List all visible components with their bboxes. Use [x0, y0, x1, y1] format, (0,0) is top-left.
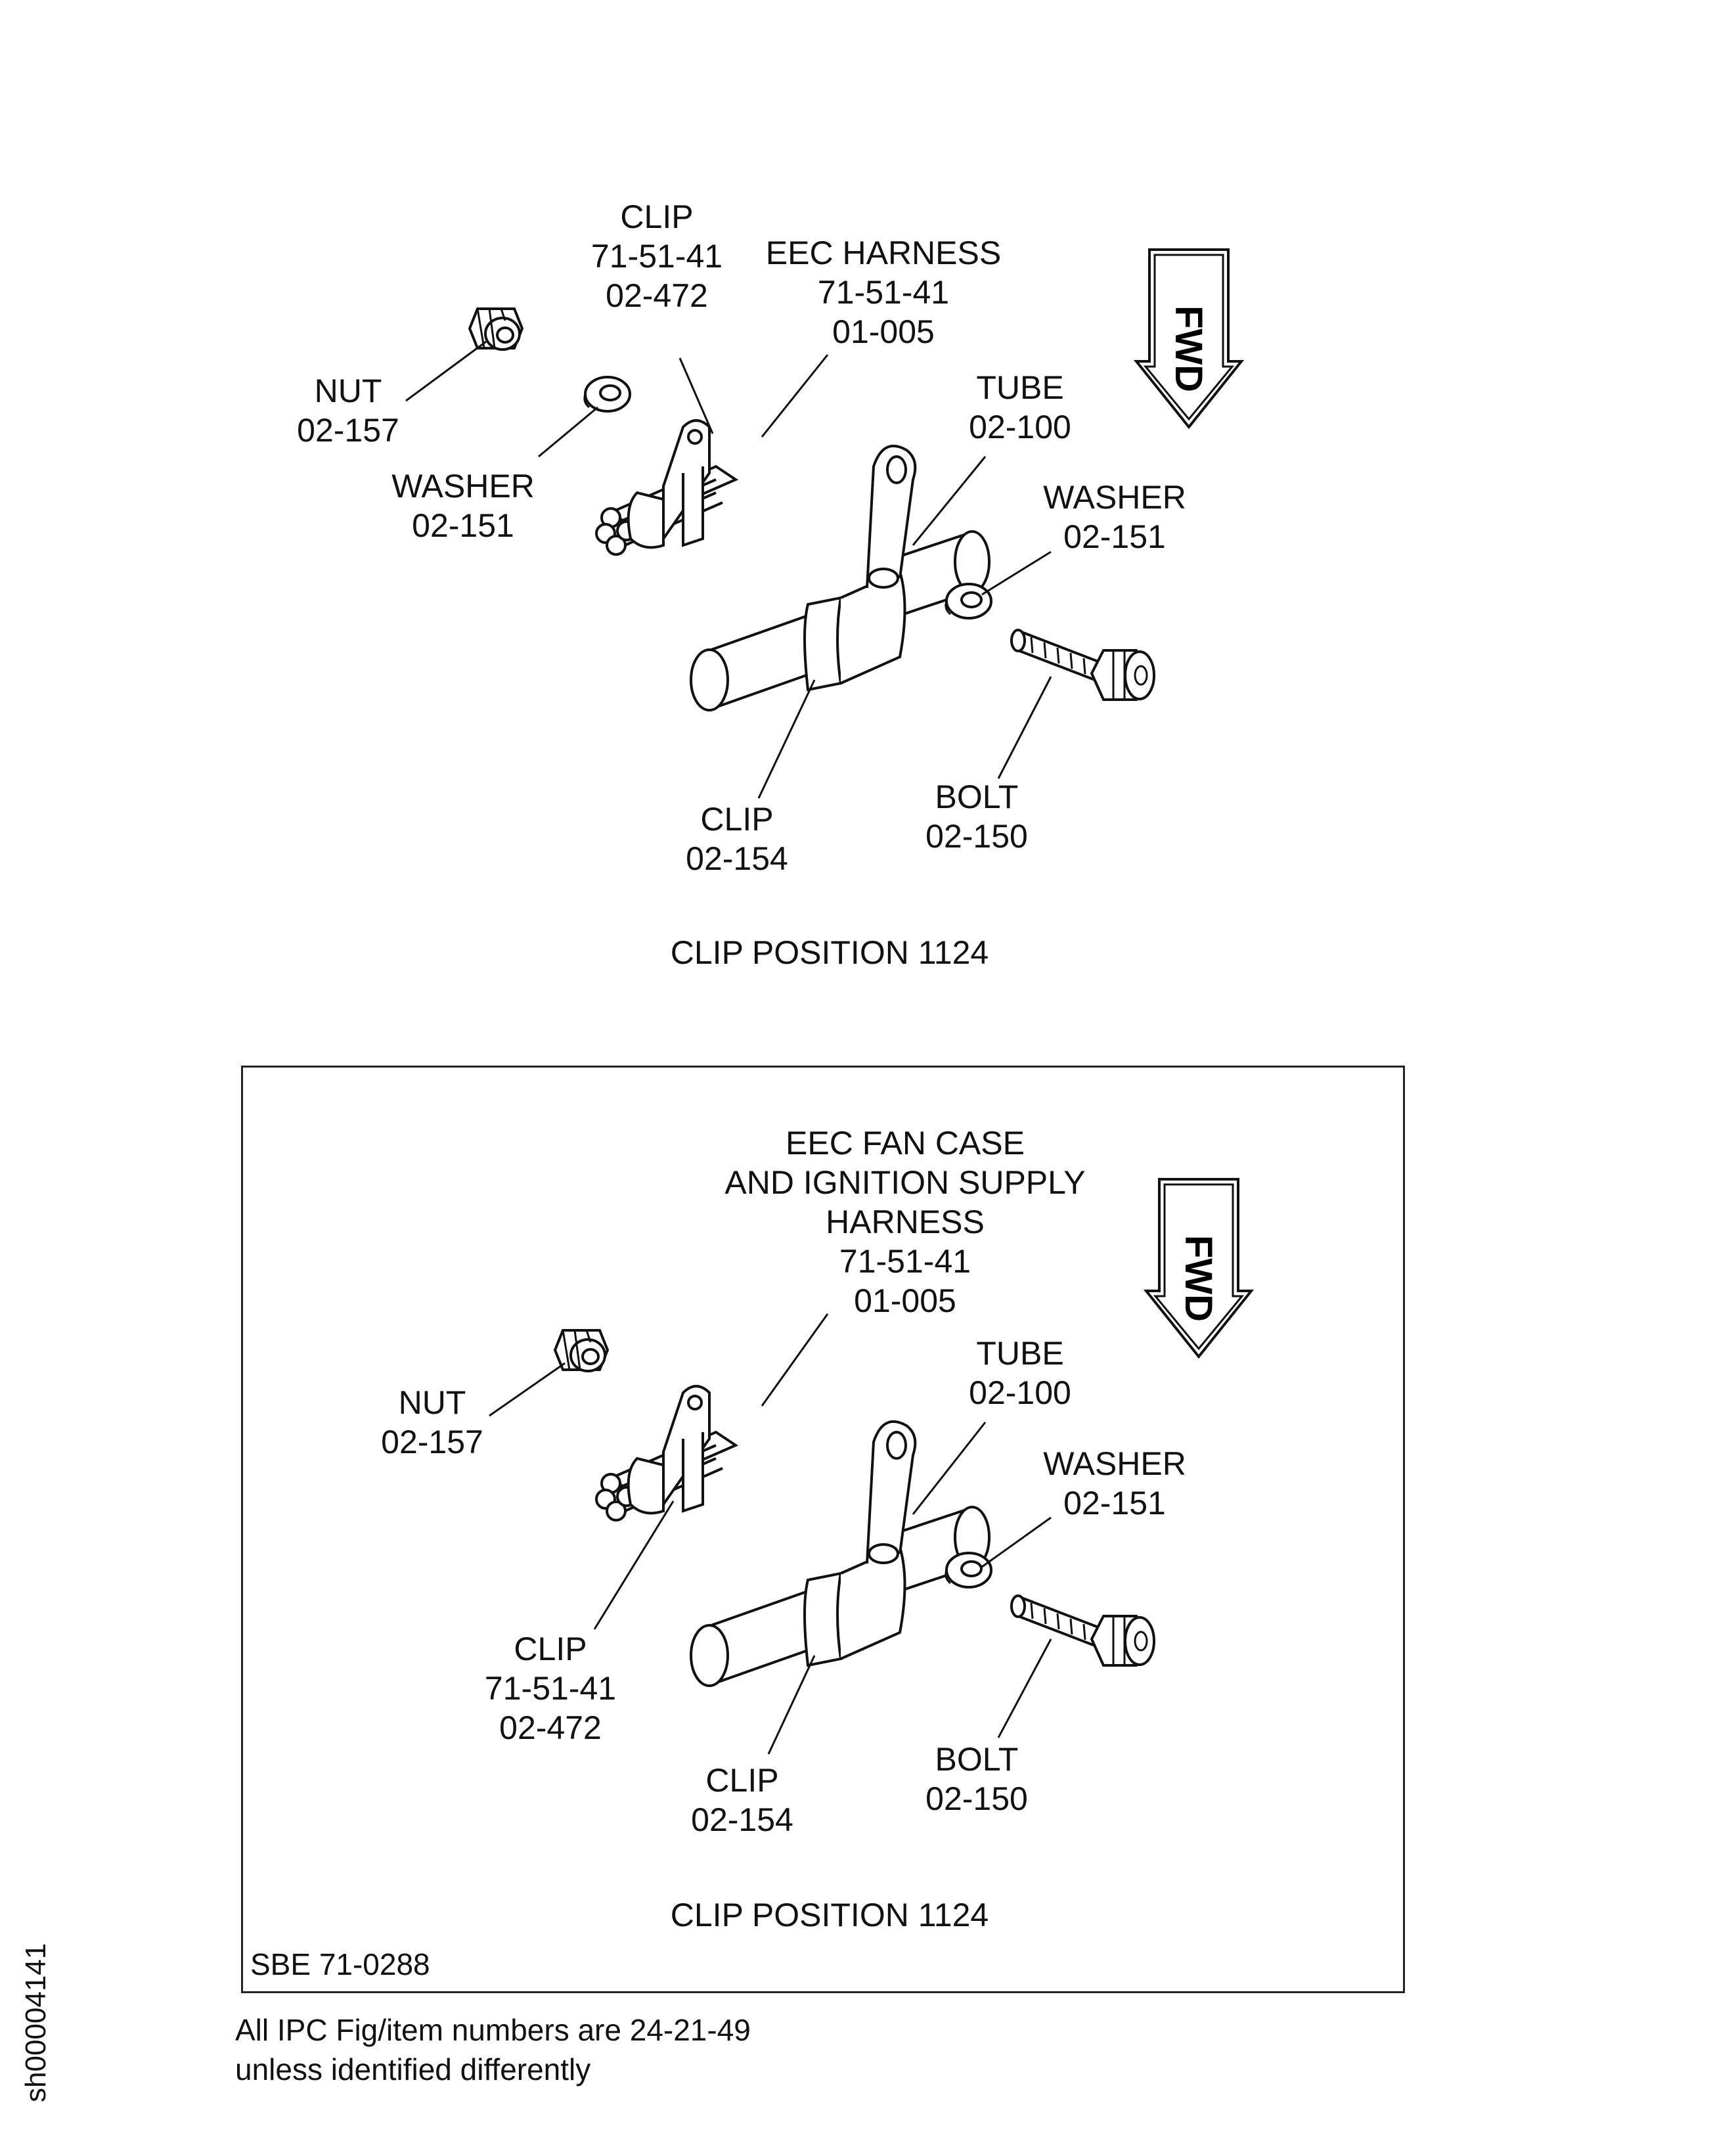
caption-bottom: CLIP POSITION 1124	[670, 1897, 989, 1933]
footnote: All IPC Fig/item numbers are 24-21-49 un…	[235, 2013, 751, 2086]
caption-top: CLIP POSITION 1124	[670, 934, 989, 971]
bolt-part	[1010, 629, 1155, 701]
leader-lines	[489, 1313, 1052, 1755]
label-nut: NUT 02-157	[297, 372, 399, 449]
label-tube: TUBE 02-100	[969, 1335, 1071, 1411]
label-washer: WASHER 02-151	[1043, 1445, 1186, 1521]
label-nut: NUT 02-157	[381, 1384, 483, 1460]
harness-clip-part	[595, 419, 737, 556]
label-eec-fan-case-harness: EEC FAN CASE AND IGNITION SUPPLY HARNESS…	[724, 1125, 1086, 1319]
bottom-view-frame	[241, 1066, 1405, 1993]
washer-part	[944, 583, 992, 620]
label-tube: TUBE 02-100	[969, 369, 1071, 445]
fwd-label: FWD	[1167, 305, 1210, 392]
leader-lines	[405, 340, 1052, 799]
label-bolt: BOLT 02-150	[925, 1741, 1028, 1817]
label-clip-472: CLIP 71-51-41 02-472	[590, 198, 723, 314]
fwd-label: FWD	[1177, 1235, 1220, 1322]
label-clip-154: CLIP 02-154	[691, 1762, 793, 1838]
tube-clip-part	[690, 444, 990, 711]
label-eec-harness: EEC HARNESS 71-51-41 01-005	[765, 235, 1002, 350]
bottom-view-drawing	[489, 1178, 1253, 1755]
label-clip-154: CLIP 02-154	[686, 801, 788, 877]
label-clip-472: CLIP 71-51-41 02-472	[484, 1631, 617, 1746]
label-washer-right: WASHER 02-151	[1043, 479, 1186, 555]
nut-part	[468, 307, 523, 351]
washer-part	[583, 376, 631, 413]
reference-sbe: SBE 71-0288	[250, 1947, 430, 1981]
label-bolt: BOLT 02-150	[925, 778, 1028, 855]
sheet-id: sh00004141	[20, 1943, 52, 2102]
label-washer-left: WASHER 02-151	[391, 468, 535, 544]
top-view-drawing	[405, 248, 1243, 799]
